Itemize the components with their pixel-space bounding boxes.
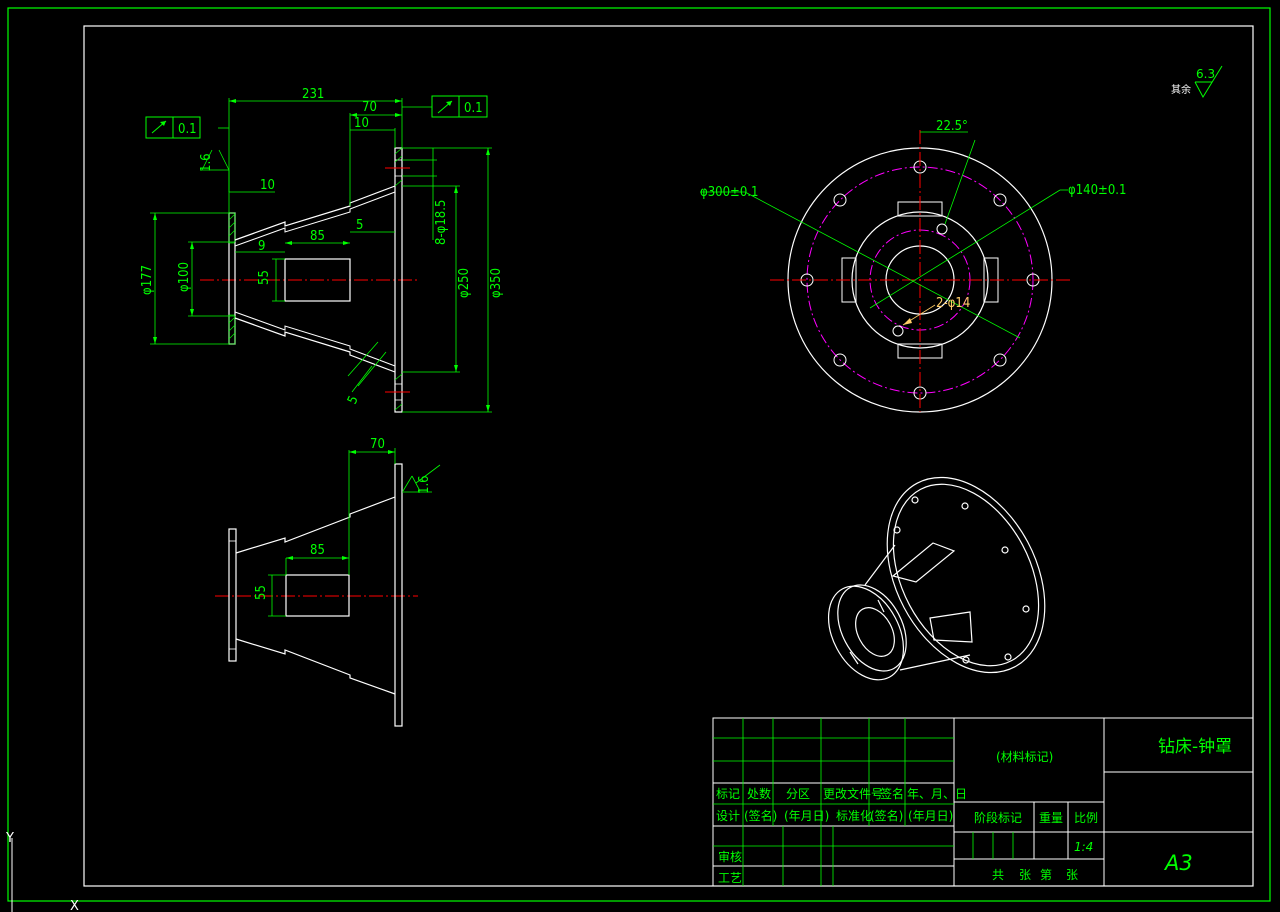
scale-label: 比例 [1074,811,1098,825]
dim-9: 9 [258,239,265,254]
sheet-unit-2: 张 [1066,868,1078,882]
dim-phi100: φ100 [177,262,192,292]
runout-left-value: 0.1 [178,122,197,137]
runout-right-value: 0.1 [464,101,483,116]
drawing-title: 钻床-钟罩 [1158,737,1232,757]
lower-dim-85: 85 [310,543,325,558]
front-section-view: 231 70 10 10 9 85 5 5 55 φ177 φ100 φ250 … [140,87,504,413]
lower-elevation-view: 70 85 55 1.6 [215,437,441,727]
material-mark: (材料标记) [996,750,1053,764]
isometric-view [827,476,1046,681]
inner-dia-label: φ140±0.1 [1068,183,1126,198]
dim-phi350: φ350 [489,268,504,298]
sheet-no: 第 [1040,868,1052,882]
lower-dim-70: 70 [370,437,385,452]
finish-label: 其余 [1171,83,1191,96]
title-block: 标记 处数 分区 更改文件号 签名 年、月、日 设计 (签名) (年月日) 标准… [712,717,1254,887]
dim-10-left: 10 [260,178,275,193]
hdr-zone: 分区 [786,787,810,801]
svg-text:X: X [70,899,79,912]
dim-231: 231 [302,87,324,102]
dim-85: 85 [310,229,325,244]
top-plan-view: 22.5° φ300±0.1 φ140±0.1 2-φ14 [700,119,1126,413]
svg-text:Y: Y [5,831,14,846]
hdr-signature: 签名 [880,786,904,801]
sheet-size: A3 [1163,851,1193,875]
dim-holes: 8-φ18.5 [434,200,449,245]
finish-value: 6.3 [1196,67,1215,81]
hdr-change-doc: 更改文件号 [823,786,883,801]
dim-5: 5 [356,218,363,233]
sheet-unit-1: 张 [1019,868,1031,882]
dim-70: 70 [362,100,377,115]
hdr-count: 处数 [747,786,771,801]
row-design-sign: (签名) [744,808,777,823]
ucs-icon: Y X [5,831,79,912]
angle-label: 22.5° [936,119,968,134]
hdr-date: 年、月、日 [907,787,967,801]
dim-phi250: φ250 [457,268,472,298]
row-std-sign: (签名) [870,808,903,823]
scale-value: 1:4 [1074,840,1093,854]
sheet-total: 共 [992,868,1004,882]
outer-dia-label: φ300±0.1 [700,185,758,200]
inner-frame [83,25,1254,887]
roughness-lower: 1.6 [417,475,432,494]
small-holes-label: 2-φ14 [936,296,970,311]
stage-mark-label: 阶段标记 [974,810,1022,825]
dim-10-top: 10 [354,116,369,131]
outer-frame [7,7,1271,902]
dim-55: 55 [257,270,272,285]
row-standardization: 标准化 [836,809,872,823]
dim-phi177: φ177 [140,265,155,295]
weight-label: 重量 [1039,811,1063,825]
surface-finish-symbol: 其余 6.3 [1171,65,1223,99]
lower-dim-55: 55 [254,585,269,600]
row-std-date: (年月日) [908,809,953,823]
review-label: 审核 [718,849,742,864]
row-design-date: (年月日) [784,809,829,823]
row-design: 设计 [716,809,740,823]
roughness-front: 1.6 [199,153,214,172]
process-label: 工艺 [718,871,742,885]
hdr-mark: 标记 [716,787,740,801]
